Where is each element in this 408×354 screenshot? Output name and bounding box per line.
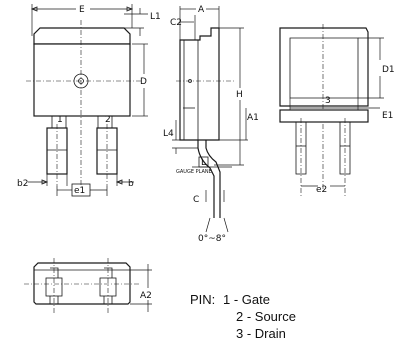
dim-label-a1: A1 <box>247 113 259 123</box>
dim-label-e1-rear: E1 <box>382 111 393 121</box>
front-view: E L1 D 1 2 <box>17 4 161 197</box>
dim-label-e2: e2 <box>316 185 327 195</box>
pinout-pin-3: 3 - Drain <box>236 326 286 341</box>
dim-label-angle: 0°~8° <box>198 234 226 244</box>
dim-label-l4: L4 <box>163 129 174 139</box>
rear-view: D1 E1 3 e2 <box>279 24 395 196</box>
dim-label-l: L <box>201 158 206 168</box>
pin-number-3: 3 <box>325 96 331 106</box>
dim-label-a2: A2 <box>140 291 152 301</box>
dim-label-c: C <box>193 195 199 205</box>
pinout-pin-1: 1 - Gate <box>223 292 270 307</box>
dim-label-h: H <box>236 90 243 100</box>
dim-label-d: D <box>140 77 147 87</box>
pin-number-2: 2 <box>105 115 111 125</box>
dim-label-a: A <box>198 5 205 15</box>
gauge-plane-label: GAUGE PLANE <box>176 169 212 175</box>
dim-label-d1: D1 <box>382 65 395 75</box>
dim-label-e: E <box>79 5 85 15</box>
dim-label-b2: b2 <box>17 179 28 189</box>
pin-number-1: 1 <box>57 115 63 125</box>
bottom-view: A2 <box>24 258 152 314</box>
dim-label-b: b <box>128 179 134 189</box>
pinout-pin-2: 2 - Source <box>236 309 296 324</box>
side-view: A C2 H A1 L4 L <box>163 5 259 244</box>
dim-label-c2: C2 <box>170 18 182 28</box>
dim-label-l1: L1 <box>150 12 161 22</box>
dim-label-e1: e1 <box>74 186 85 196</box>
pinout-title: PIN: <box>190 292 216 307</box>
